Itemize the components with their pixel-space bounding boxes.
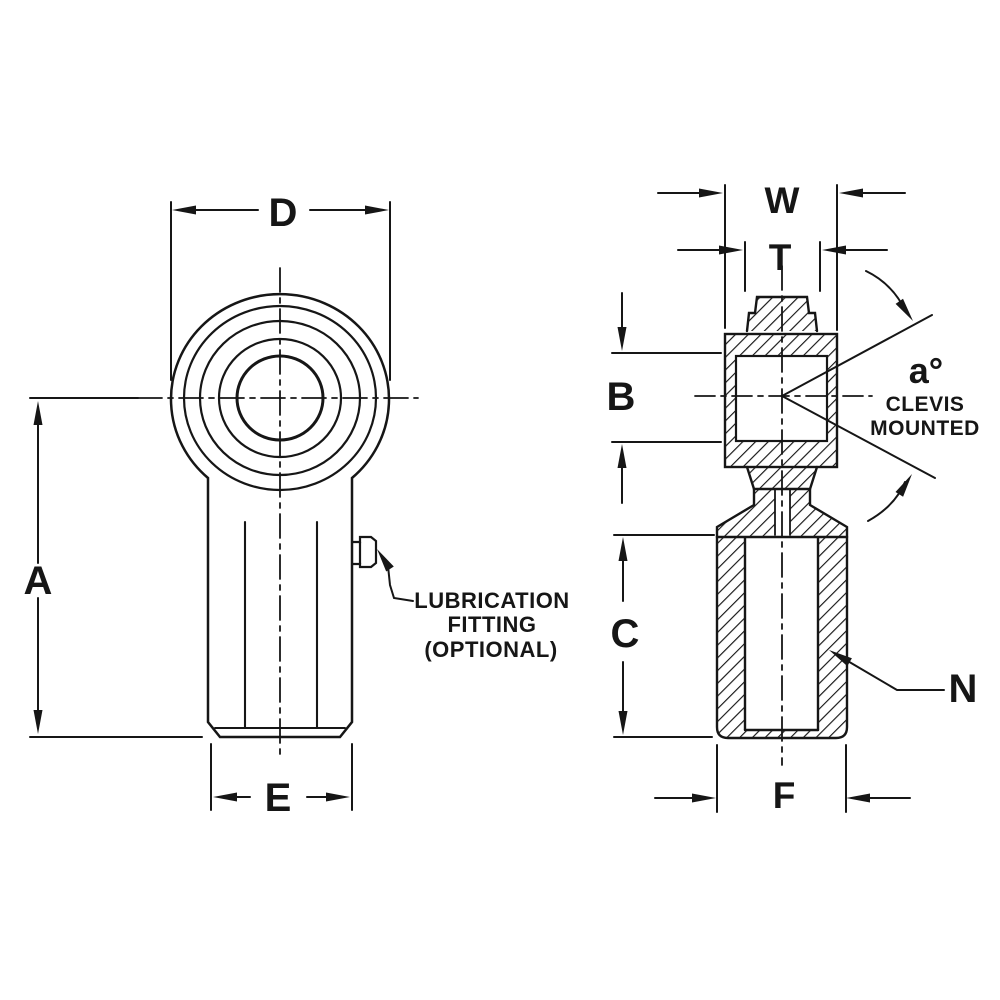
angle-caption-line1: CLEVIS bbox=[886, 393, 965, 416]
dim-label-e: E bbox=[265, 776, 292, 820]
dim-label-d: D bbox=[269, 191, 298, 235]
dim-label-c: C bbox=[611, 612, 640, 656]
angle-label: a° bbox=[909, 350, 943, 391]
dim-label-b: B bbox=[607, 375, 636, 419]
dim-label-t: T bbox=[769, 237, 792, 278]
callout-lubrication-line3: (OPTIONAL) bbox=[424, 637, 557, 662]
angle-caption-line2: MOUNTED bbox=[870, 417, 980, 440]
dim-label-w: W bbox=[765, 180, 800, 221]
dimension-w bbox=[657, 184, 906, 331]
front-view bbox=[29, 201, 419, 811]
dimension-b bbox=[611, 292, 722, 504]
dimension-t bbox=[677, 241, 888, 292]
callout-lubrication-line1: LUBRICATION bbox=[414, 588, 569, 613]
front-view-rings bbox=[182, 304, 378, 492]
dimension-f bbox=[654, 744, 911, 813]
side-view-outline bbox=[715, 295, 849, 740]
front-view-centerlines bbox=[137, 267, 419, 758]
side-view-section-hatch bbox=[717, 297, 847, 738]
dim-label-f: F bbox=[773, 775, 796, 816]
front-view-outline bbox=[169, 293, 391, 739]
lubrication-fitting bbox=[350, 535, 378, 569]
dim-label-a: A bbox=[24, 559, 53, 603]
dimension-a bbox=[29, 397, 203, 738]
dimension-c bbox=[613, 534, 715, 738]
dimension-e bbox=[210, 743, 353, 811]
side-view bbox=[611, 184, 945, 813]
leader-arrowhead bbox=[377, 549, 394, 572]
misalignment-angle bbox=[781, 270, 936, 522]
callout-lubrication-line2: FITTING bbox=[447, 612, 536, 637]
dim-label-n: N bbox=[949, 667, 978, 711]
lubrication-callout-leader bbox=[377, 549, 414, 602]
dimension-n-leader bbox=[829, 650, 945, 691]
dimension-d bbox=[170, 201, 391, 381]
